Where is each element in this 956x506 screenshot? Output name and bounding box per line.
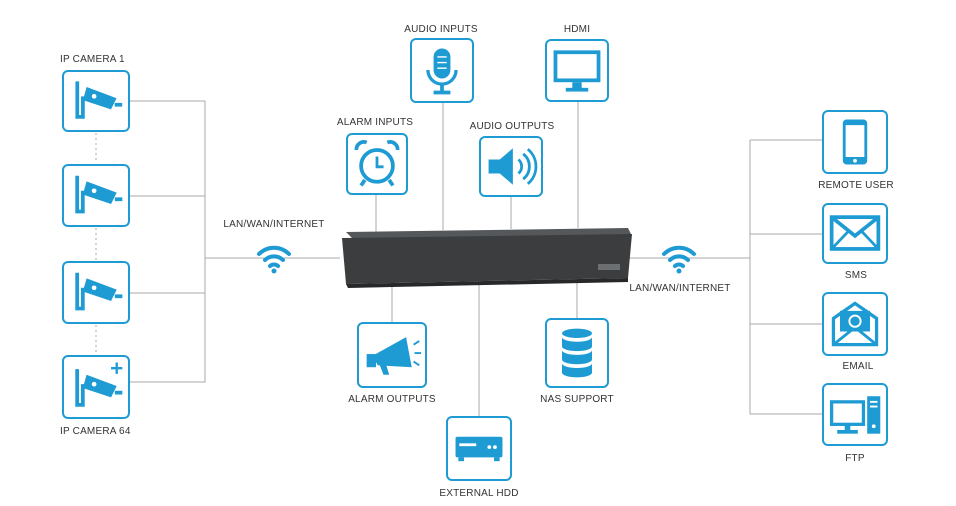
microphone-icon <box>426 48 458 95</box>
remote-user-label: REMOTE USER <box>818 180 894 191</box>
cctv-camera-plus-icon <box>75 362 123 407</box>
nvr-device <box>342 228 632 288</box>
audio-outputs-label: AUDIO OUTPUTS <box>469 121 555 132</box>
alarm-outputs-tile[interactable] <box>357 322 427 388</box>
audio-outputs-tile[interactable] <box>479 136 543 197</box>
ftp-tile[interactable] <box>822 383 888 446</box>
hard-drive-icon <box>455 436 503 462</box>
nas-support-label: NAS SUPPORT <box>540 394 614 405</box>
sms-label: SMS <box>844 270 868 281</box>
nas-support-tile[interactable] <box>545 318 609 388</box>
cctv-camera-icon <box>75 81 123 119</box>
hdmi-label: HDMI <box>563 24 591 35</box>
database-icon <box>562 328 592 378</box>
wifi-icon <box>257 245 291 274</box>
camera-bus-line <box>130 100 206 383</box>
megaphone-icon <box>366 337 422 375</box>
alarm-clock-icon <box>354 140 400 187</box>
ip-camera-64-tile[interactable] <box>62 355 130 419</box>
ip-camera-2-tile[interactable] <box>62 164 130 227</box>
audio-inputs-tile[interactable] <box>410 38 474 103</box>
monitor-icon <box>553 50 601 92</box>
alarm-inputs-tile[interactable] <box>346 133 408 195</box>
camera-first-label: IP CAMERA 1 <box>60 54 125 65</box>
email-tile[interactable] <box>822 292 888 356</box>
external-hdd-label: EXTERNAL HDD <box>439 488 519 499</box>
email-at-icon <box>831 301 879 347</box>
cctv-camera-icon <box>75 175 123 214</box>
wifi-icon <box>662 245 696 274</box>
external-hdd-tile[interactable] <box>446 416 512 481</box>
smartphone-icon <box>842 119 868 165</box>
envelope-icon <box>829 215 881 251</box>
right-bus-line <box>749 139 822 415</box>
cctv-camera-icon <box>75 272 123 311</box>
audio-inputs-label: AUDIO INPUTS <box>404 24 478 35</box>
hdmi-tile[interactable] <box>545 39 609 102</box>
camera-last-label: IP CAMERA 64 <box>60 426 131 437</box>
alarm-inputs-label: ALARM INPUTS <box>336 117 414 128</box>
ip-camera-1-tile[interactable] <box>62 70 130 132</box>
email-label: EMAIL <box>842 361 874 372</box>
left-network-label: LAN/WAN/INTERNET <box>223 219 325 230</box>
alarm-outputs-label: ALARM OUTPUTS <box>348 394 436 405</box>
speaker-icon <box>488 148 538 185</box>
ftp-label: FTP <box>845 453 865 464</box>
ip-camera-3-tile[interactable] <box>62 261 130 324</box>
desktop-computer-icon <box>829 396 881 434</box>
right-network-label: LAN/WAN/INTERNET <box>629 283 731 294</box>
sms-tile[interactable] <box>822 203 888 264</box>
remote-user-tile[interactable] <box>822 110 888 174</box>
